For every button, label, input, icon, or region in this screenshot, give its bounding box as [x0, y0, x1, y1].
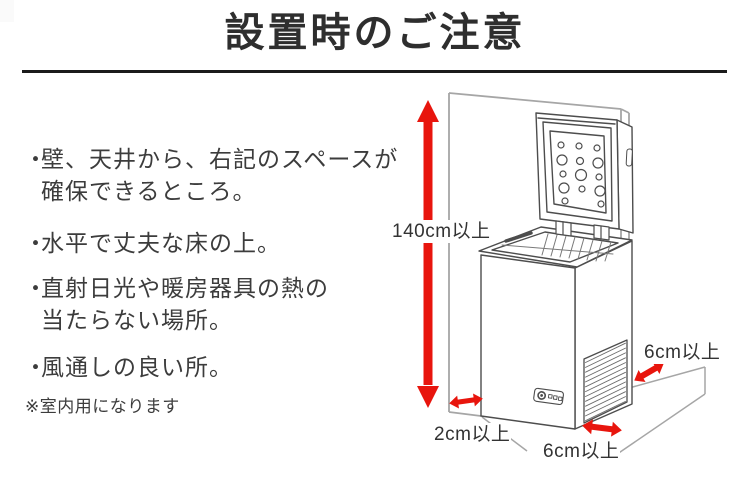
usage-footnote: ※室内用になります	[25, 397, 180, 416]
note-text: 水平で丈夫な床の上。	[41, 230, 281, 256]
corner-artifact	[0, 0, 14, 22]
note-text: 確保できるところ。	[41, 178, 257, 204]
floor-lines	[481, 366, 706, 462]
note-text: 風通しの良い所。	[41, 354, 233, 380]
basket-handle	[504, 231, 533, 243]
note-text: 当たらない場所。	[41, 307, 233, 333]
clearance-label-bottom: 6cm以上	[542, 440, 621, 463]
lid-hole-pattern	[556, 141, 606, 208]
clearance-label-top: 140cm以上	[391, 220, 492, 243]
note-text: 壁、天井から、右記のスペースが	[41, 146, 399, 172]
note-item: ・ 水平で丈夫な床の上。	[24, 227, 281, 259]
room-wall-outline	[448, 92, 630, 417]
note-item: ・ 直射日光や暖房器具の熱の 当たらない場所。	[24, 272, 329, 336]
grille-slats	[585, 342, 626, 422]
opening-rim-inner	[491, 231, 619, 263]
control-panel	[533, 387, 564, 406]
page-title: 設置時のご注意	[224, 11, 526, 55]
freezer-lid	[535, 112, 634, 234]
clearance-arrow-left-icon	[449, 393, 483, 409]
freezer-front-panel	[480, 254, 576, 430]
title-divider	[22, 70, 727, 73]
wire-basket	[501, 233, 614, 262]
freezer-illustration	[478, 112, 634, 430]
clearance-arrow-right-icon	[634, 361, 664, 383]
note-item: ・ 壁、天井から、右記のスペースが 確保できるところ。	[24, 143, 398, 207]
note-text: 直射日光や暖房器具の熱の	[41, 275, 329, 301]
lid-side-slot	[625, 148, 633, 167]
clearance-label-left: 2cm以上	[433, 423, 512, 446]
clearance-arrows	[417, 100, 664, 437]
clearance-arrow-top-icon	[417, 100, 439, 408]
clearance-label-right: 6cm以上	[643, 341, 722, 364]
note-item: ・ 風通しの良い所。	[24, 351, 233, 383]
ventilation-grille	[583, 339, 628, 424]
clearance-arrow-bottom-icon	[582, 419, 622, 437]
panel-button-icon	[552, 395, 558, 400]
lid-hinges	[555, 220, 610, 241]
panel-button-icon	[547, 394, 553, 399]
panel-button-icon	[557, 396, 563, 402]
